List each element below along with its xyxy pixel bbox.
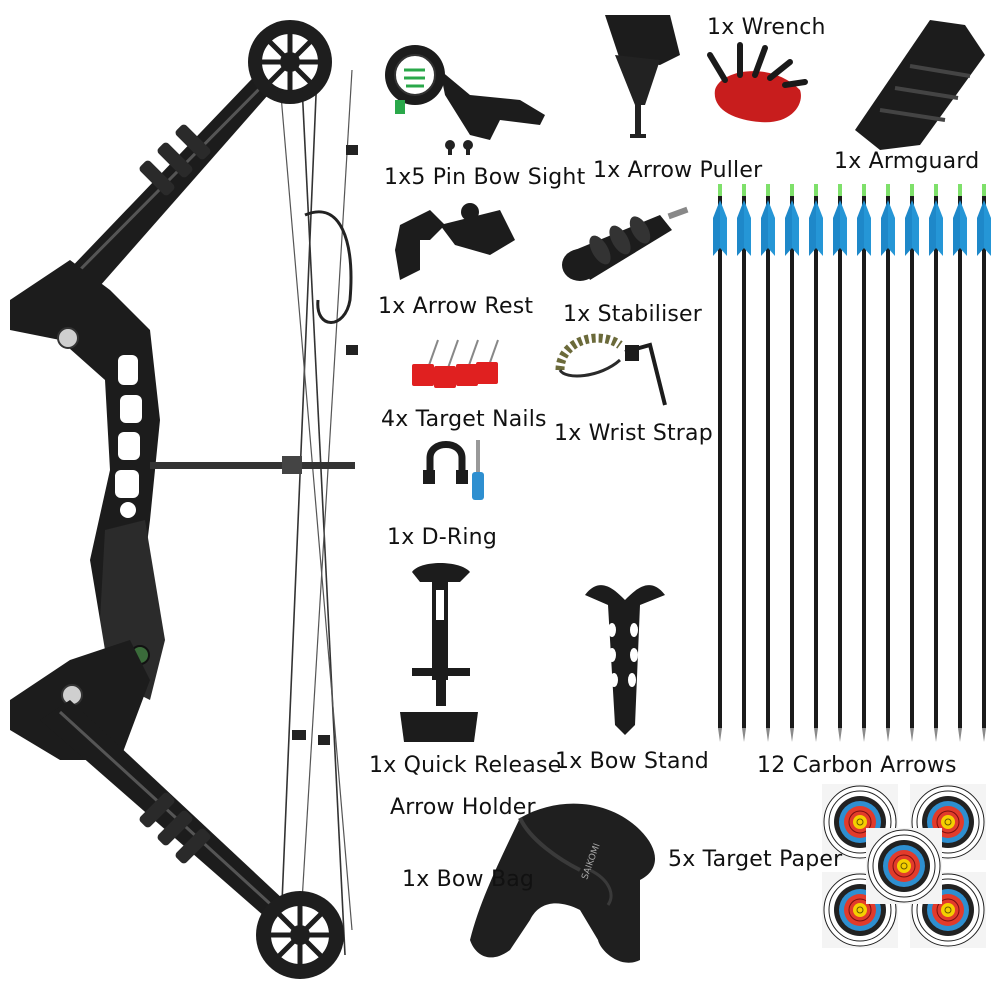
bow-bag-label: 1x Bow Bag <box>402 867 535 892</box>
d-ring <box>423 440 484 500</box>
arrow-rest-label: 1x Arrow Rest <box>378 294 534 319</box>
carbon-arrows <box>711 182 993 744</box>
bow-stand <box>585 585 665 735</box>
compound-bow <box>10 20 358 979</box>
target-paper-label: 5x Target Paper <box>668 847 843 872</box>
bow-stand-label: 1x Bow Stand <box>555 749 709 774</box>
target-nails <box>412 339 499 388</box>
armguard-label: 1x Armguard <box>834 149 980 174</box>
armguard <box>855 20 985 150</box>
target-nails-label: 4x Target Nails <box>381 407 547 432</box>
stabiliser-label: 1x Stabiliser <box>563 302 703 327</box>
quick-release-label: 1x Quick Release <box>369 753 562 778</box>
carbon-arrows-label: 12 Carbon Arrows <box>757 753 957 778</box>
target-papers <box>821 783 987 949</box>
wrist-strap-label: 1x Wrist Strap <box>554 421 713 446</box>
d-ring-label: 1x D-Ring <box>387 525 497 550</box>
arrow-holder-label: Arrow Holder <box>390 795 536 820</box>
wrench-label: 1x Wrench <box>707 15 826 40</box>
bow-bag: SAIKOMI <box>470 803 655 963</box>
arrow-puller-label: 1x Arrow Puller <box>593 158 763 183</box>
multi-tool-wrench <box>707 42 808 123</box>
arrow-puller <box>605 15 680 138</box>
stabiliser <box>562 206 689 281</box>
bow-sight-label: 1x5 Pin Bow Sight <box>384 165 586 190</box>
wrist-strap <box>555 333 667 406</box>
bow-sight <box>385 45 545 155</box>
arrow-rest <box>395 203 515 280</box>
quick-release-arrow-holder <box>400 563 478 742</box>
